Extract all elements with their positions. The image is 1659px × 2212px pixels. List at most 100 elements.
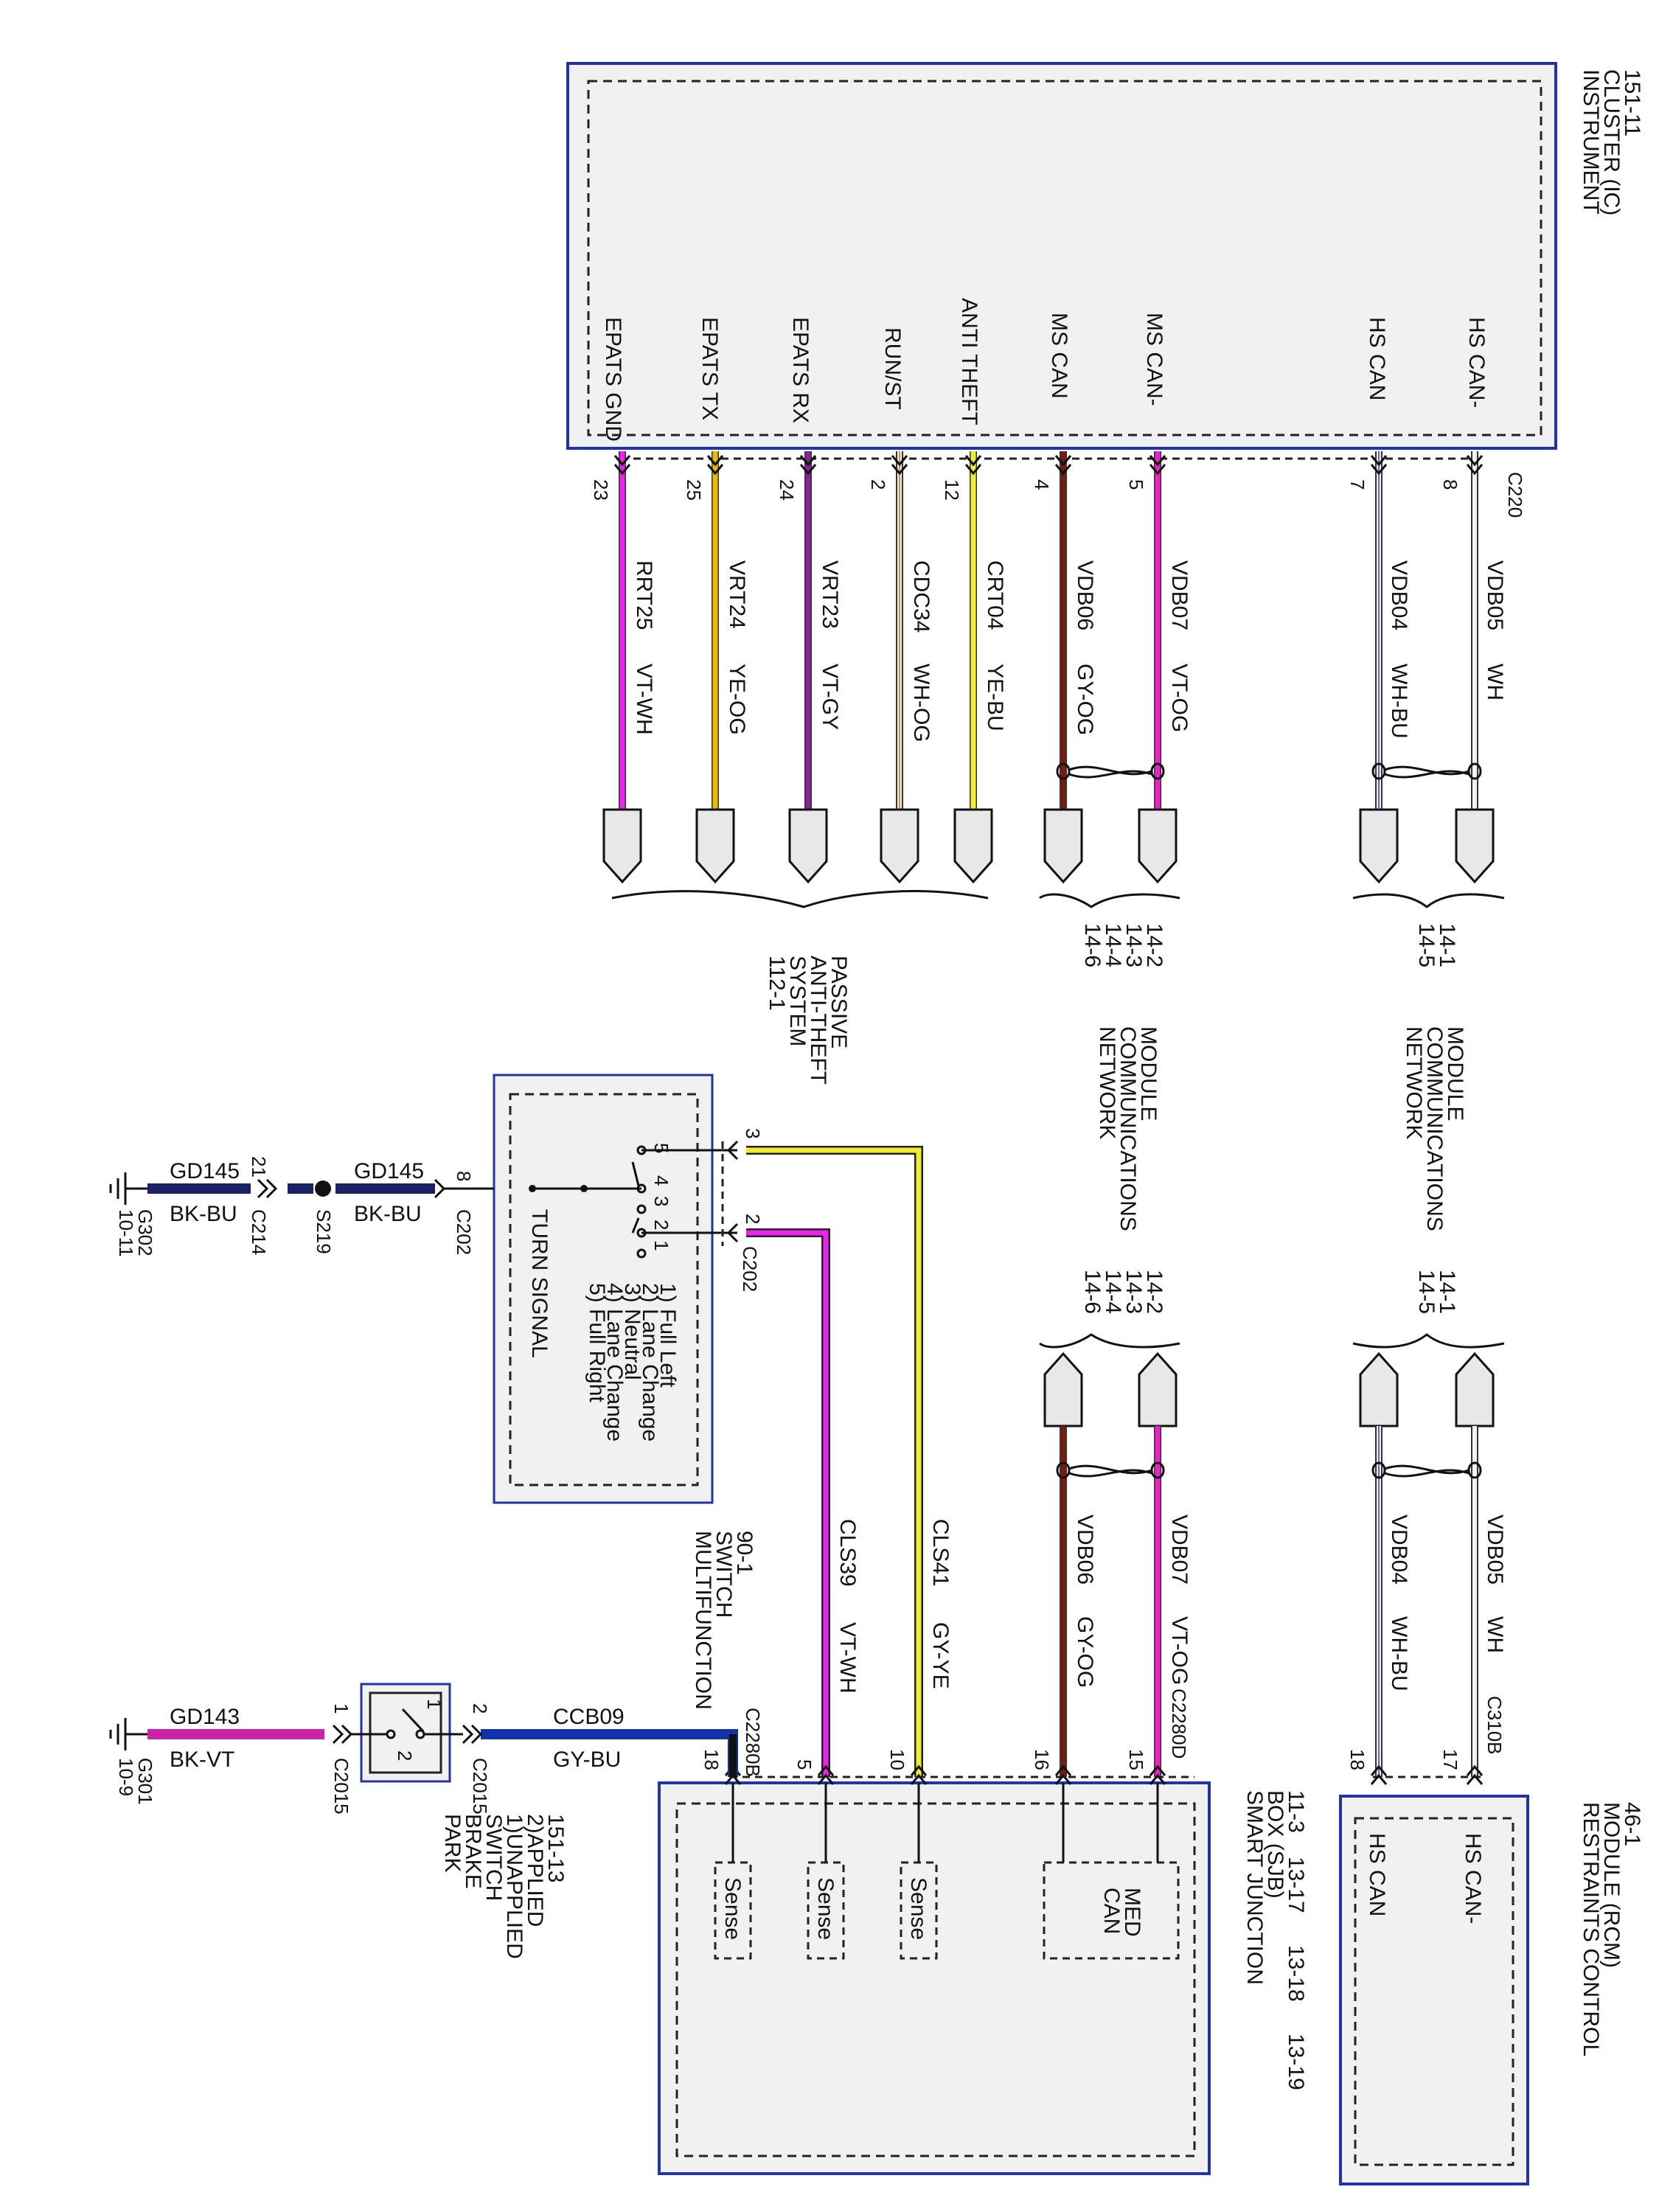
svg-text:17: 17 bbox=[1439, 1749, 1461, 1770]
svg-text:WH-BU: WH-BU bbox=[1387, 664, 1411, 739]
svg-text:MED: MED bbox=[1120, 1888, 1144, 1937]
sjb-connector-d-label: C2280D bbox=[1168, 1688, 1190, 1759]
ms-ref-top: 14-2 14-3 14-4 14-6 bbox=[1080, 923, 1166, 967]
svg-text:WH: WH bbox=[1483, 664, 1507, 700]
svg-text:14-2: 14-2 bbox=[1142, 1270, 1166, 1314]
svg-text:SWITCH: SWITCH bbox=[712, 1531, 736, 1618]
svg-text:MULTIFUNCTION: MULTIFUNCTION bbox=[691, 1531, 715, 1710]
svg-text:HS CAN: HS CAN bbox=[1365, 1833, 1389, 1916]
svg-text:VRT24: VRT24 bbox=[725, 560, 749, 629]
park-brake-switch: 1 2 PARK BRAKE SWITCH 1)UNAPPLIED 2)APPL… bbox=[360, 1683, 568, 1959]
svg-text:GD145: GD145 bbox=[170, 1159, 240, 1183]
svg-text:NETWORK: NETWORK bbox=[1095, 1026, 1119, 1139]
turn-signal-label: TURN SIGNAL bbox=[527, 1209, 552, 1358]
svg-text:VDB06: VDB06 bbox=[1073, 560, 1097, 630]
ic-pin-label: EPATS GND bbox=[601, 317, 625, 442]
svg-text:2: 2 bbox=[742, 1214, 764, 1224]
hs-ref-top: 14-1 14-5 bbox=[1414, 923, 1459, 967]
sjb-connector-b-label: C2280B bbox=[742, 1708, 764, 1777]
svg-text:2)APPLIED: 2)APPLIED bbox=[523, 1814, 547, 1927]
twisted-pair-marks-bottom bbox=[1056, 1461, 1482, 1479]
svg-text:2: 2 bbox=[469, 1703, 491, 1714]
svg-text:2: 2 bbox=[867, 479, 889, 490]
svg-text:13-19: 13-19 bbox=[1284, 2034, 1308, 2090]
svg-text:151-11: 151-11 bbox=[1620, 69, 1644, 136]
svg-text:5: 5 bbox=[650, 1143, 672, 1153]
svg-text:14-5: 14-5 bbox=[1414, 923, 1439, 967]
svg-text:VDB06: VDB06 bbox=[1073, 1514, 1097, 1585]
svg-text:GY-YE: GY-YE bbox=[928, 1622, 953, 1689]
park-brake-wires: CCB09 GY-BU 2 C2015 GD143 BK-VT 1 C2015 … bbox=[109, 1703, 738, 1815]
svg-text:23: 23 bbox=[590, 479, 612, 501]
ic-pin-numbers: 8 7 5 4 12 2 24 25 23 bbox=[590, 479, 1461, 501]
svg-text:4: 4 bbox=[1031, 479, 1053, 490]
svg-text:2: 2 bbox=[394, 1750, 416, 1761]
ic-connector-label: C220 bbox=[1504, 472, 1526, 518]
svg-text:WH-BU: WH-BU bbox=[1387, 1616, 1411, 1691]
svg-text:1)UNAPPLIED: 1)UNAPPLIED bbox=[502, 1814, 526, 1959]
svg-text:SMART JUNCTION: SMART JUNCTION bbox=[1242, 1790, 1267, 1985]
svg-text:4: 4 bbox=[650, 1175, 672, 1186]
svg-text:MODULE: MODULE bbox=[1443, 1026, 1467, 1121]
svg-text:VRT23: VRT23 bbox=[818, 560, 842, 629]
turn-signal-wires: CLS41 GY-YE CLS39 VT-WH bbox=[746, 1146, 953, 1777]
svg-text:1: 1 bbox=[650, 1240, 672, 1251]
svg-text:14-5: 14-5 bbox=[1414, 1270, 1439, 1314]
bottom-can-wires bbox=[1060, 1426, 1478, 1777]
svg-text:3: 3 bbox=[650, 1196, 672, 1206]
svg-text:CDC34: CDC34 bbox=[909, 560, 933, 633]
svg-text:VT-OG: VT-OG bbox=[1167, 1616, 1192, 1685]
svg-text:151-13: 151-13 bbox=[543, 1814, 568, 1882]
svg-text:13-17: 13-17 bbox=[1284, 1857, 1308, 1913]
svg-text:S219: S219 bbox=[313, 1209, 335, 1254]
svg-text:RESTRAINTS CONTROL: RESTRAINTS CONTROL bbox=[1579, 1802, 1603, 2056]
multifunction-switch-title: MULTIFUNCTION SWITCH 90-1 bbox=[691, 1531, 757, 1710]
rcm-wire-labels: VDB05 WH VDB04 WH-BU C310B bbox=[1387, 1514, 1507, 1755]
ic-pin-label: EPATS TX bbox=[698, 317, 722, 420]
svg-text:CRT04: CRT04 bbox=[983, 560, 1007, 630]
svg-text:10: 10 bbox=[886, 1749, 908, 1770]
svg-text:G301: G301 bbox=[134, 1758, 156, 1805]
ic-pin-labels: HS CAN- HS CAN MS CAN- MS CAN ANTI THEFT… bbox=[601, 298, 1489, 442]
svg-text:VDB04: VDB04 bbox=[1387, 560, 1411, 630]
svg-text:BK-BU: BK-BU bbox=[170, 1202, 237, 1226]
svg-text:5: 5 bbox=[793, 1759, 815, 1770]
ic-pin-label: MS CAN bbox=[1047, 313, 1071, 399]
hs-ref-bottom: 14-1 14-5 bbox=[1414, 1270, 1459, 1314]
svg-text:24: 24 bbox=[776, 479, 798, 501]
svg-text:BOX (SJB): BOX (SJB) bbox=[1263, 1790, 1287, 1899]
svg-text:YE-OG: YE-OG bbox=[725, 664, 749, 735]
svg-text:12: 12 bbox=[941, 479, 963, 501]
c202-label-right: C202 bbox=[739, 1246, 761, 1292]
park-brake-title: PARK BRAKE SWITCH 1)UNAPPLIED 2)APPLIED … bbox=[440, 1814, 568, 1959]
sjb-title: SMART JUNCTION BOX (SJB) 11-3 13-17 13-1… bbox=[1242, 1790, 1308, 2090]
svg-text:14-6: 14-6 bbox=[1080, 1270, 1105, 1314]
ms-network-label: MODULE COMMUNICATIONS NETWORK bbox=[1095, 1026, 1161, 1231]
svg-text:NETWORK: NETWORK bbox=[1402, 1026, 1426, 1139]
svg-text:YE-BU: YE-BU bbox=[983, 664, 1007, 731]
svg-text:HS CAN-: HS CAN- bbox=[1461, 1833, 1485, 1924]
svg-text:13-18: 13-18 bbox=[1284, 1945, 1308, 2002]
svg-text:GY-BU: GY-BU bbox=[553, 1747, 621, 1772]
svg-text:PASSIVE: PASSIVE bbox=[827, 956, 851, 1048]
svg-text:11-3: 11-3 bbox=[1284, 1790, 1308, 1833]
svg-text:3) Neutral: 3) Neutral bbox=[620, 1283, 644, 1380]
svg-text:CAN: CAN bbox=[1099, 1888, 1124, 1934]
ic-wires bbox=[619, 451, 1478, 810]
svg-text:Sense: Sense bbox=[813, 1877, 838, 1940]
svg-text:3: 3 bbox=[742, 1128, 764, 1138]
svg-text:14-1: 14-1 bbox=[1435, 923, 1459, 967]
sjb-can-wire-labels: VDB07 VT-OG VDB06 GY-OG C2280D bbox=[1073, 1514, 1192, 1759]
svg-text:21: 21 bbox=[248, 1156, 270, 1178]
reference-braces-bottom bbox=[1039, 1333, 1505, 1349]
svg-text:15: 15 bbox=[1125, 1749, 1147, 1770]
svg-text:112-1: 112-1 bbox=[765, 956, 789, 1011]
svg-text:2) Lane Change: 2) Lane Change bbox=[638, 1283, 662, 1441]
svg-text:CCB09: CCB09 bbox=[553, 1705, 625, 1729]
rcm-title: RESTRAINTS CONTROL MODULE (RCM) 46-1 bbox=[1579, 1802, 1644, 2056]
ic-pin-label: HS CAN bbox=[1365, 317, 1389, 400]
svg-text:10-11: 10-11 bbox=[115, 1209, 137, 1257]
svg-text:CLS41: CLS41 bbox=[928, 1519, 953, 1587]
svg-text:VDB05: VDB05 bbox=[1483, 1514, 1507, 1585]
